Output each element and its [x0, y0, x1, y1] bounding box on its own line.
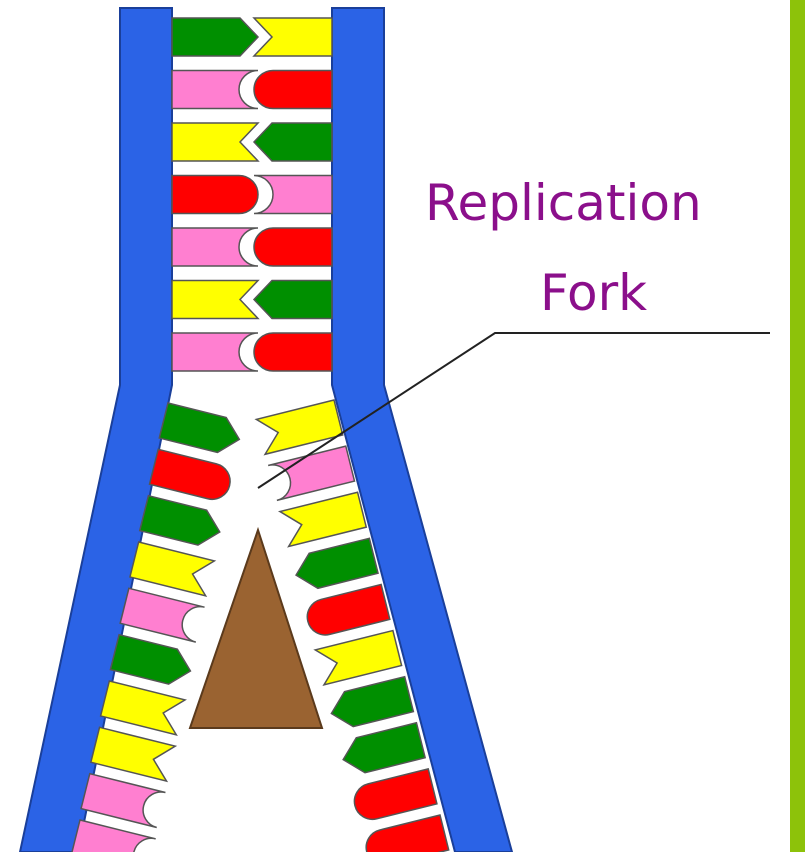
base-left-T — [172, 281, 258, 319]
base-right-A — [254, 123, 332, 161]
fork-right-base-A — [327, 677, 413, 731]
fork-left-base-G — [150, 449, 234, 503]
base-right-G — [254, 333, 332, 371]
fork-right-base-T — [315, 631, 401, 685]
base-left-C — [172, 228, 258, 266]
base-pairs — [172, 18, 332, 371]
fork-left-base-C — [120, 588, 204, 642]
base-left-T — [172, 123, 258, 161]
fork-right-base-G — [362, 815, 448, 852]
side-bar — [790, 0, 805, 852]
base-left-A — [172, 18, 258, 56]
fork-left-base-C — [81, 774, 165, 828]
fork-right-base-G — [351, 769, 437, 823]
fork-right-base-A — [339, 723, 425, 777]
fork-left-base-A — [159, 403, 243, 457]
base-right-T — [254, 18, 332, 56]
fork-right-base-T — [256, 400, 342, 454]
fork-left-base-T — [101, 681, 185, 735]
fork-left-base-A — [110, 635, 194, 689]
fork-left-base-A — [140, 496, 224, 550]
base-left-G — [172, 176, 258, 214]
base-left-C — [172, 71, 258, 109]
base-right-A — [254, 281, 332, 319]
label-line1: Replication — [425, 174, 702, 232]
base-right-C — [254, 176, 332, 214]
fork-left-base-T — [91, 727, 175, 781]
fork-right-base-A — [292, 538, 378, 592]
base-right-G — [254, 228, 332, 266]
fork-right-base-G — [303, 584, 389, 638]
base-right-G — [254, 71, 332, 109]
fork-right-base-T — [280, 492, 366, 546]
fork-left-base-T — [130, 542, 214, 596]
label-line2: Fork — [540, 264, 647, 322]
base-left-C — [172, 333, 258, 371]
